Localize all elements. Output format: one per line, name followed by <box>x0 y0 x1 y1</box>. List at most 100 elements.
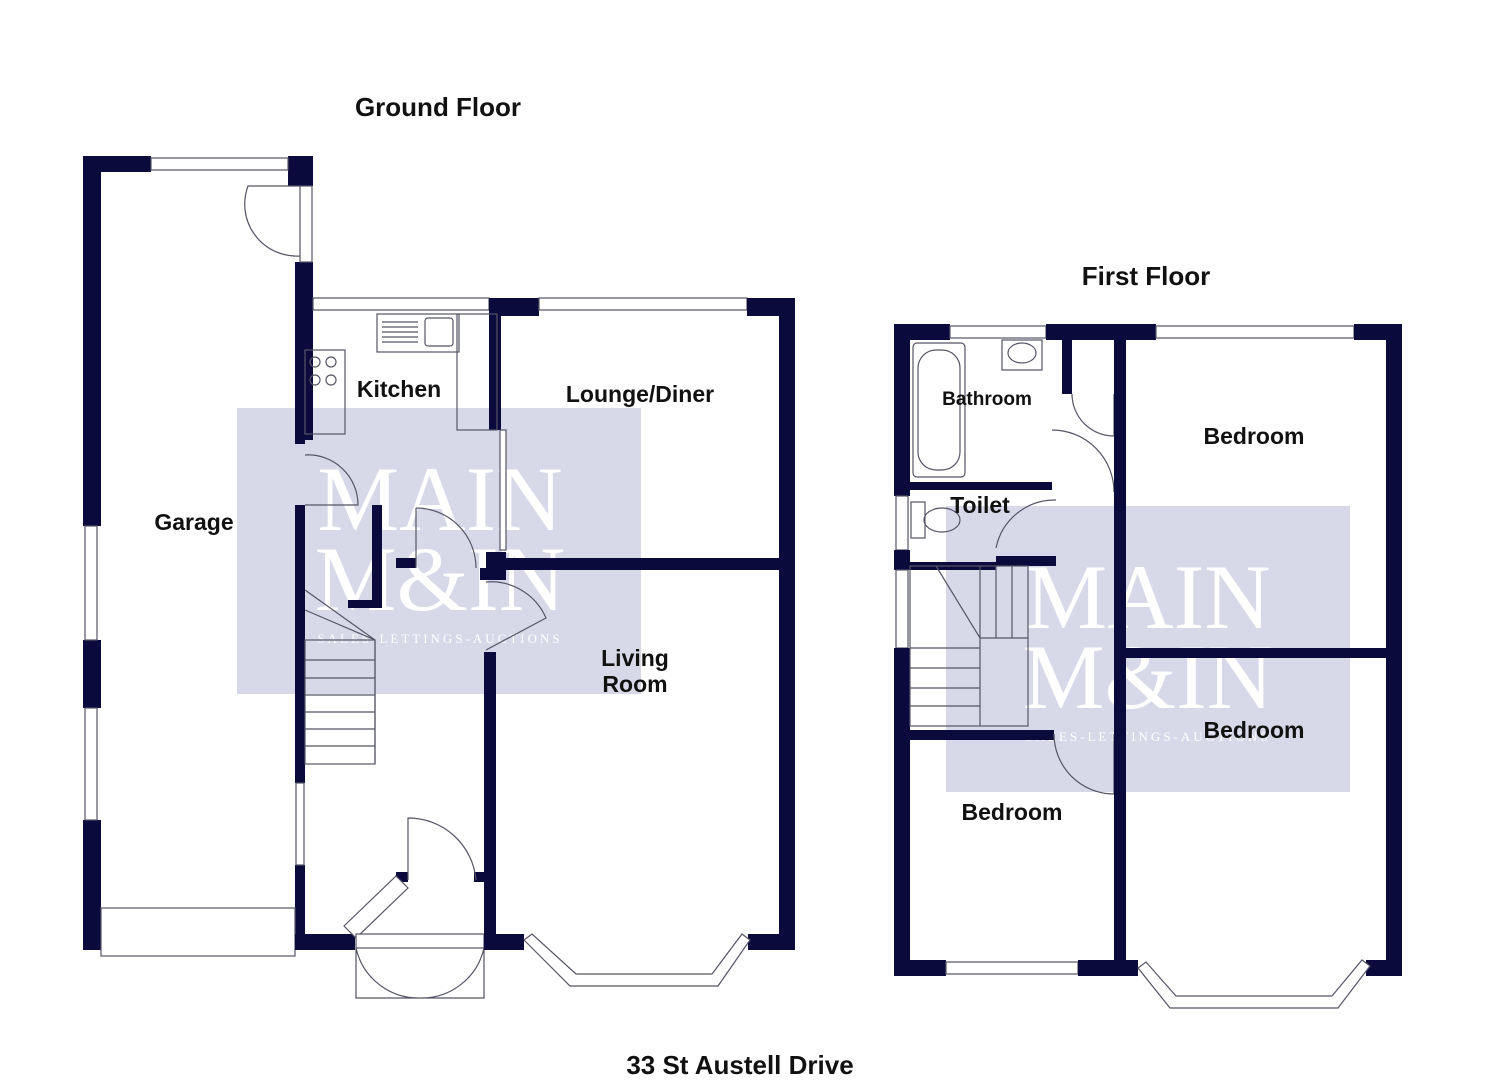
wall <box>1126 648 1388 658</box>
door-swing <box>355 947 421 999</box>
basin-bowl <box>1007 342 1037 364</box>
door-swing <box>407 817 477 881</box>
sink-unit <box>376 313 460 353</box>
watermark-tagline: SALES-LETTINGS-AUCTIONS <box>317 631 562 646</box>
room-label-bathroom: Bathroom <box>942 389 1032 410</box>
wall <box>295 934 355 950</box>
wall <box>396 558 416 568</box>
wall <box>348 600 382 608</box>
wall <box>83 820 101 950</box>
wall <box>779 298 795 948</box>
address-caption: 33 St Austell Drive <box>626 1050 853 1080</box>
watermark-line2: M&IN <box>315 528 565 630</box>
wall <box>996 556 1056 566</box>
hob-unit <box>304 349 346 435</box>
watermark-line2: M&IN <box>1023 626 1273 728</box>
wall <box>295 438 305 444</box>
window <box>84 707 98 821</box>
door-frame <box>355 933 485 949</box>
wall <box>1046 324 1156 340</box>
watermark-line1: MAIN <box>1025 546 1270 648</box>
wall <box>910 482 1052 490</box>
door-swing <box>485 581 547 651</box>
toilet-cistern <box>910 501 926 539</box>
wall <box>489 298 539 316</box>
wall <box>894 324 910 496</box>
staircase <box>909 565 1029 727</box>
wall <box>83 156 151 172</box>
room-label-garage: Garage <box>154 509 233 535</box>
room-label-bedroom-rear-right: Bedroom <box>1204 423 1305 449</box>
sink-icon <box>424 317 454 347</box>
room-label-toilet: Toilet <box>950 492 1010 518</box>
door-swing <box>419 947 485 999</box>
wall <box>295 262 313 440</box>
wall <box>474 872 486 882</box>
door-swing <box>415 507 477 569</box>
wall <box>894 648 910 976</box>
wall <box>489 298 501 430</box>
wall <box>83 156 101 526</box>
room-label-living-1: Living <box>601 645 669 671</box>
wall <box>1062 340 1072 394</box>
door-swing <box>304 454 359 506</box>
hob-icon <box>309 356 337 386</box>
room-label-bedroom-left: Bedroom <box>962 799 1063 825</box>
wall <box>1078 960 1138 976</box>
door-swing <box>1053 733 1115 795</box>
window <box>1155 325 1355 339</box>
window <box>312 297 490 311</box>
bay-window <box>1137 959 1371 1009</box>
wall <box>748 934 795 950</box>
basin-icon <box>1001 339 1043 371</box>
bath-inner <box>917 349 961 471</box>
ground-floor <box>83 156 795 999</box>
wall <box>494 558 786 570</box>
opening <box>499 429 507 551</box>
wall <box>288 156 313 186</box>
wall <box>894 550 910 570</box>
room-label-lounge: Lounge/Diner <box>566 381 714 407</box>
window <box>150 157 289 171</box>
wall <box>372 505 382 607</box>
watermark-tagline: SALES-LETTINGS-AUCTIONS <box>1025 729 1270 744</box>
door-swing <box>244 185 301 257</box>
room-label-living-2: Room <box>602 671 667 697</box>
drainer <box>382 321 418 343</box>
wall <box>396 872 408 882</box>
window <box>84 525 98 641</box>
wall <box>910 730 1054 740</box>
bay-window <box>523 933 751 987</box>
wall <box>1114 324 1126 976</box>
window <box>343 875 409 939</box>
wall <box>295 865 305 950</box>
garage-door <box>100 907 296 957</box>
window <box>538 297 748 311</box>
first-floor-title: First Floor <box>1082 261 1211 291</box>
wall <box>484 652 496 948</box>
window <box>895 495 909 551</box>
door-frame <box>299 185 313 263</box>
wall <box>295 505 305 783</box>
bath-icon <box>912 342 966 478</box>
wall <box>83 640 101 708</box>
wall <box>1366 960 1402 976</box>
door-swing <box>1051 429 1115 493</box>
window <box>295 782 305 866</box>
window <box>949 325 1047 339</box>
door-swing <box>995 499 1057 549</box>
worktop <box>456 313 498 431</box>
room-label-kitchen: Kitchen <box>357 376 441 402</box>
room-label-bedroom-front-right: Bedroom <box>1204 717 1305 743</box>
ground-floor-title: Ground Floor <box>355 92 521 122</box>
door-swing <box>1071 393 1115 437</box>
window <box>895 569 909 649</box>
window <box>945 961 1079 975</box>
staircase <box>304 589 376 765</box>
toilet-icon <box>923 507 961 533</box>
wall <box>480 568 496 580</box>
wall <box>1386 324 1402 976</box>
first-floor <box>894 324 1402 1009</box>
wall <box>484 934 524 950</box>
